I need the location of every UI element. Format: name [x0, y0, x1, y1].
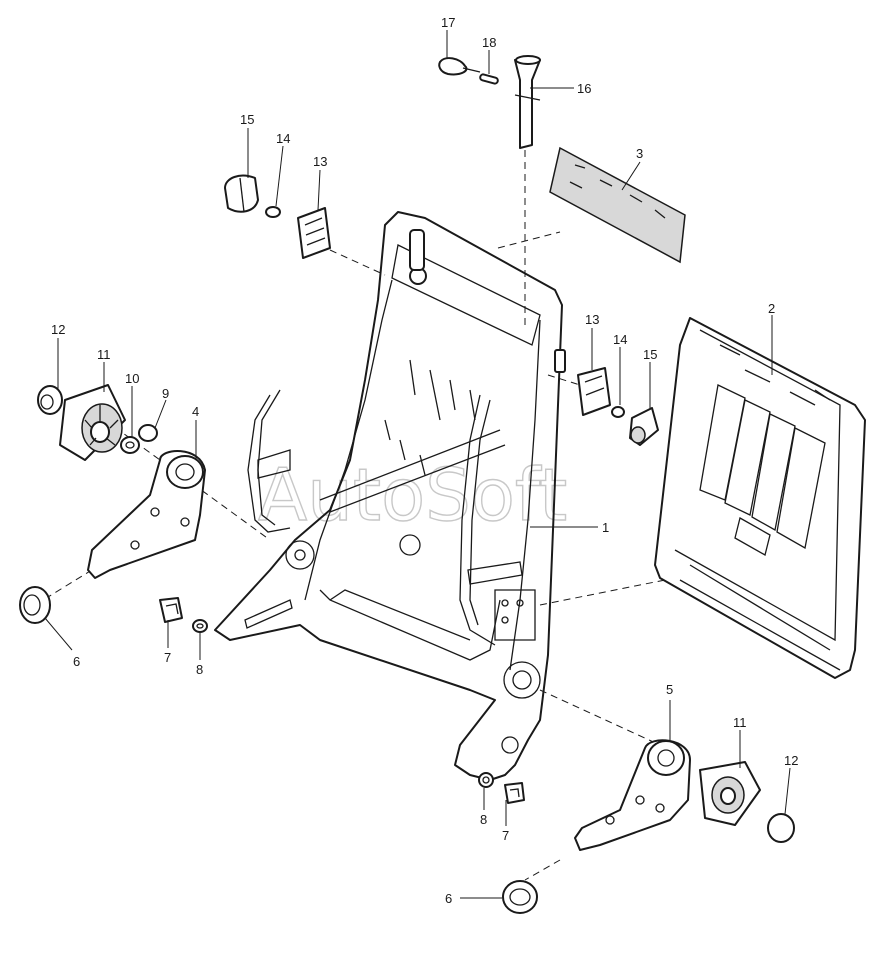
- callout-11-right: 11: [733, 715, 747, 730]
- callout-12: 12: [51, 322, 65, 337]
- left-small-washer: [192, 619, 208, 633]
- callout-8-right: 8: [480, 812, 487, 827]
- callout-16: 16: [577, 81, 591, 96]
- callout-12-right: 12: [784, 753, 798, 768]
- spring-clip: [438, 57, 481, 76]
- seat-back-panel: [654, 317, 866, 679]
- left-recliner-knob: [59, 384, 126, 461]
- callout-13-right: 13: [585, 312, 599, 327]
- callout-labels: 17 18 16 3 15 14 13 12 11 10 9 4 2 13 14…: [51, 15, 798, 906]
- callout-11: 11: [97, 347, 111, 362]
- right-washer: [611, 406, 625, 418]
- callout-10: 10: [125, 371, 139, 386]
- upper-left-hinge-cover: [224, 174, 259, 213]
- right-cap: [767, 813, 795, 843]
- watermark-text: AutoSoft: [258, 453, 567, 537]
- right-end-cap: [502, 880, 538, 914]
- callout-14: 14: [276, 131, 290, 146]
- callout-14-right: 14: [613, 332, 627, 347]
- leader-lines: [44, 30, 791, 899]
- callout-1: 1: [602, 520, 609, 535]
- callout-7-right: 7: [502, 828, 509, 843]
- callout-15: 15: [240, 112, 254, 127]
- callout-6-right: 6: [445, 891, 452, 906]
- right-hinge-cover: [629, 407, 659, 446]
- callout-9: 9: [162, 386, 169, 401]
- callout-3: 3: [636, 146, 643, 161]
- right-small-washer: [478, 772, 494, 788]
- left-spacer: [120, 436, 140, 454]
- left-cap: [37, 385, 63, 415]
- callout-4: 4: [192, 404, 199, 419]
- upper-left-washer: [265, 206, 281, 218]
- callout-8-left: 8: [196, 662, 203, 677]
- upper-left-bushing: [297, 207, 331, 259]
- callout-17: 17: [441, 15, 455, 30]
- right-recliner-bracket: [574, 739, 691, 851]
- headrest-guide: [514, 55, 541, 149]
- callout-6-left: 6: [73, 654, 80, 669]
- callout-13: 13: [313, 154, 327, 169]
- pin: [479, 73, 499, 85]
- callout-15-right: 15: [643, 347, 657, 362]
- left-clip: [159, 597, 183, 623]
- right-clip: [504, 782, 525, 804]
- callout-7-left: 7: [164, 650, 171, 665]
- callout-5: 5: [666, 682, 673, 697]
- right-recliner-knob: [699, 761, 761, 826]
- left-recliner-bracket: [87, 450, 206, 579]
- left-washer: [138, 424, 158, 442]
- foam-pad: [549, 146, 686, 264]
- seat-back-frame: [214, 211, 566, 781]
- left-end-cap: [19, 586, 51, 624]
- callout-18: 18: [482, 35, 496, 50]
- callout-2: 2: [768, 301, 775, 316]
- right-bushing: [577, 367, 611, 416]
